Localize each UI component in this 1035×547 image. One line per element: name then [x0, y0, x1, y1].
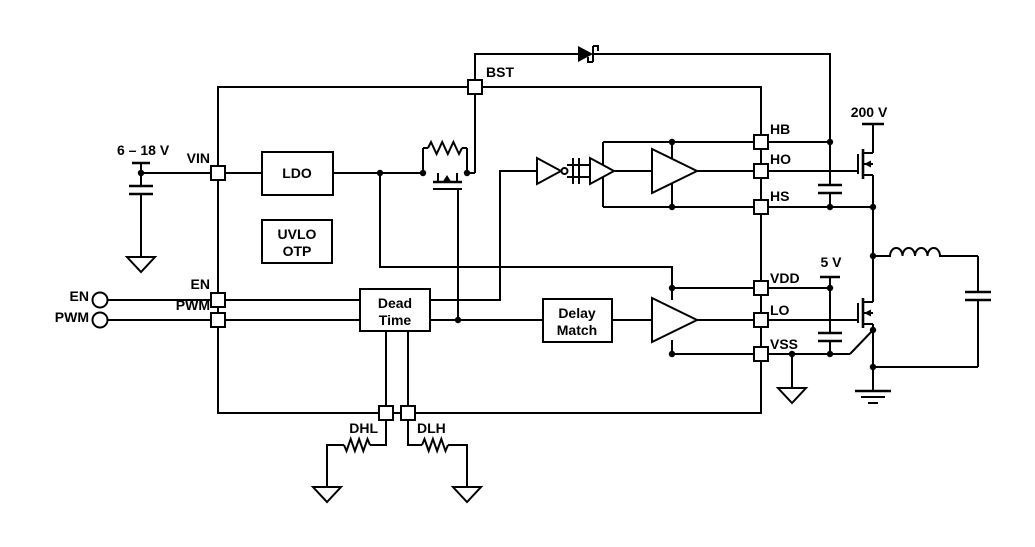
inductor-icon: [873, 247, 978, 257]
pin-pwm: [210, 312, 226, 328]
ldo-block-label: LDO: [282, 165, 312, 181]
uvlo-otp-block: [261, 219, 333, 264]
internal-5v-rail: [379, 173, 673, 288]
inverter-bubble-icon: [560, 167, 569, 175]
input-terminals: [91, 291, 211, 329]
pin-label-dhl: DHL: [349, 420, 378, 436]
low-side-mosfet: [768, 256, 874, 391]
bootstrap-diode-branch: [474, 45, 831, 142]
dlh-resistor-icon: [421, 435, 449, 455]
vin-supply-label: 6 – 18 V: [117, 142, 170, 158]
pwm-terminal-icon: [91, 311, 109, 329]
pin-label-hs: HS: [770, 188, 789, 204]
dhl-resistor-icon: [343, 435, 371, 455]
pin-hb: [753, 134, 769, 150]
dead-time-block: [359, 288, 431, 332]
mosfet-body-arrow-icon: [864, 160, 871, 168]
pin-label-hb: HB: [770, 121, 790, 137]
deadtime-label-2: Time: [379, 312, 412, 328]
dlh-lead: [407, 420, 422, 446]
high-side-mosfet: [857, 122, 884, 256]
pin-label-vin: VIN: [187, 150, 210, 166]
schottky-diode-icon: [578, 46, 593, 62]
pin-dhl: [378, 405, 394, 421]
pin-label-lo: LO: [770, 302, 790, 318]
pin-vss: [753, 346, 769, 362]
res-lead-right: [462, 147, 468, 173]
hs-signal-wire: [430, 170, 537, 301]
dhl-lead: [370, 420, 387, 446]
vin-cap-icon: [129, 184, 153, 196]
pin-label-ho: HO: [770, 151, 791, 167]
uvlo-block-label: UVLO: [278, 226, 317, 242]
levelshift-cap-icon: [572, 158, 580, 184]
vss-kelvin-wire: [849, 329, 874, 355]
dhl-lead2: [326, 444, 344, 487]
vdd-cap-icon: [818, 331, 842, 343]
bootstrap-switch: [422, 139, 468, 320]
pin-en: [210, 292, 226, 308]
pin-lo: [753, 312, 769, 328]
earth-ground-icon: [861, 396, 885, 404]
ground-triangle-icon: [450, 486, 484, 504]
buffer-icon: [589, 156, 617, 186]
pin-ho: [753, 163, 769, 179]
mosfet-body-arrow-icon: [864, 309, 871, 317]
bus-voltage-label: 200 V: [851, 104, 888, 120]
pin-vdd: [753, 280, 769, 296]
pin-hs: [753, 199, 769, 215]
en-terminal-label: EN: [70, 288, 89, 304]
ground-triangle-icon: [310, 486, 344, 504]
en-pwm-internal-wires: [225, 299, 360, 321]
junction-dots: [137, 138, 877, 371]
pin-bst: [467, 79, 483, 95]
deadtime-label-1: Dead: [378, 295, 412, 311]
ground-triangle-icon: [775, 387, 809, 405]
pin-label-en: EN: [191, 276, 210, 292]
vin-supply-network: [124, 161, 211, 274]
pin-label-pwm: PWM: [176, 297, 210, 313]
en-terminal-icon: [91, 291, 109, 309]
pin-vin: [210, 165, 226, 181]
otp-block-label: OTP: [283, 243, 312, 259]
dlh-resistor-network: [407, 420, 484, 504]
delaymatch-label-2: Match: [557, 322, 597, 338]
ho-driver-icon: [651, 147, 700, 195]
delay-match-block: [542, 298, 613, 343]
output-cap-icon: [965, 290, 991, 302]
pin-dlh: [400, 405, 416, 421]
switch-stubs: [437, 173, 458, 182]
pin-label-dlh: DLH: [417, 420, 446, 436]
labels: 6 – 18 V VIN EN PWM EN PWM BST HB HO HS …: [55, 64, 888, 436]
dhl-resistor-network: [310, 420, 387, 504]
bootstrap-cap-network: [768, 141, 842, 207]
res-lead-left: [422, 147, 428, 173]
diode-to-hb-wire: [593, 53, 831, 142]
inverter-icon: [536, 156, 564, 186]
bst-top-wire: [474, 53, 578, 80]
deadtime-to-pins-wires: [385, 331, 409, 406]
lo-driver-icon: [651, 296, 700, 344]
delaymatch-label-1: Delay: [558, 305, 596, 321]
pin-label-vdd: VDD: [770, 270, 800, 286]
bootstrap-cap-icon: [818, 183, 842, 195]
ground-triangle-icon: [124, 256, 158, 274]
dlh-lead2: [448, 444, 468, 487]
ic-internal-wires: [225, 94, 673, 406]
ldo-block: [261, 151, 334, 196]
switch-body-arrow-icon: [442, 175, 452, 183]
high-side-driver: [536, 141, 754, 208]
pin-label-bst: BST: [486, 64, 514, 80]
output-filter: [855, 247, 991, 404]
pwm-terminal-label: PWM: [55, 309, 89, 325]
pin-label-vss: VSS: [770, 336, 798, 352]
bootstrap-resistor-icon: [427, 139, 463, 157]
vss-network: [768, 329, 874, 405]
vdd-supply-label: 5 V: [820, 254, 842, 270]
ic-pins: [210, 79, 769, 421]
